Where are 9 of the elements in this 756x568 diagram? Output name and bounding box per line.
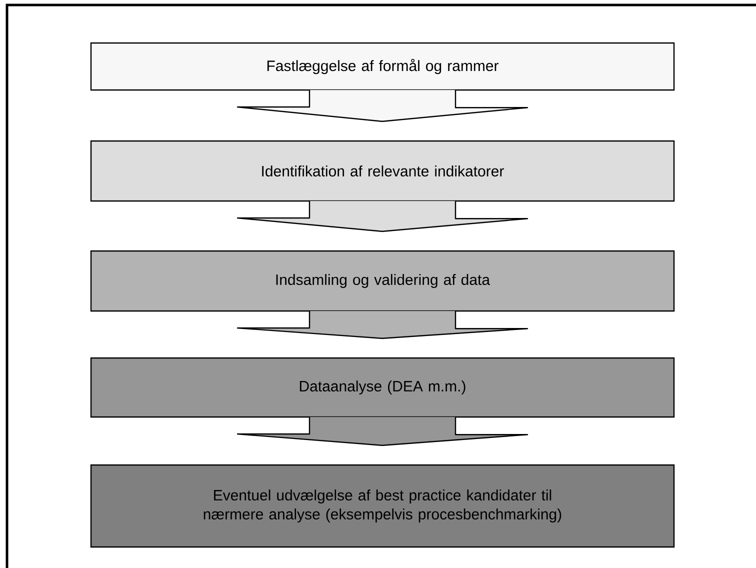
block-arrow — [236, 310, 528, 339]
block-arrow — [236, 89, 528, 122]
block-arrow — [236, 416, 528, 446]
process-box: Eventuel udvælgelse af best practice kandidater til nærmere analyse (eksempelvis procesbenchmarking) — [90, 464, 675, 548]
process-box: Indsamling og validering af data — [90, 250, 675, 312]
process-box: Dataanalyse (DEA m.m.) — [90, 357, 675, 418]
process-box: Fastlæggelse af formål og rammer — [90, 42, 675, 91]
process-box: Identifikation af relevante indikatorer — [90, 140, 675, 202]
block-arrow — [236, 200, 528, 232]
